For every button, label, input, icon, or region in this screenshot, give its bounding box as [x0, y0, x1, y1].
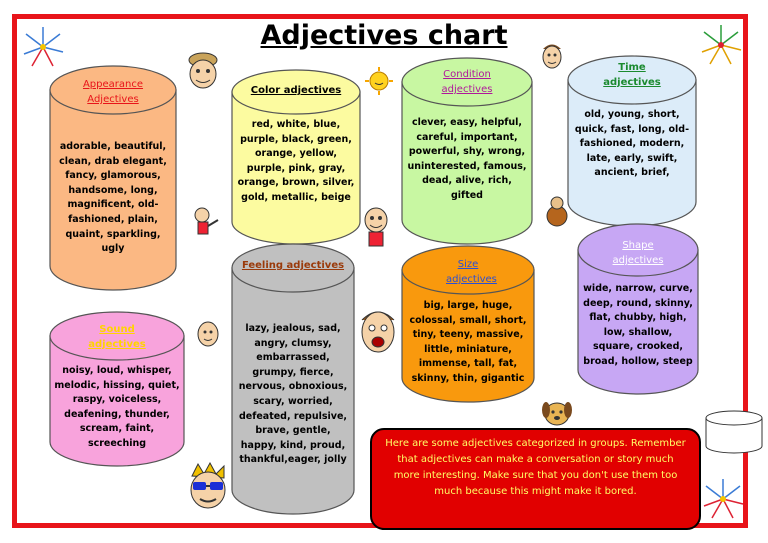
color-words: red, white, blue, purple, black, green, …: [237, 119, 355, 203]
boy-face-icon: [361, 311, 395, 353]
cylinder-shape: [49, 65, 177, 291]
color-cylinder: Color adjectives red, white, blue, purpl…: [230, 69, 362, 246]
face-icon: [197, 321, 219, 347]
shape-cylinder: Shape adjectives wide, narrow, curve, de…: [576, 223, 700, 395]
time-cylinder: Time adjectives old, young, short, quick…: [566, 55, 698, 227]
feeling-words: lazy, jealous, sad, angry, clumsy, embar…: [238, 323, 348, 466]
appearance-words: adorable, beautiful, clean, drab elegant…: [59, 141, 167, 255]
figure-icon: [194, 207, 219, 235]
firework-icon: [703, 479, 744, 519]
sound-label: Sound adjectives: [88, 324, 146, 350]
time-words: old, young, short, quick, fast, long, ol…: [574, 109, 690, 179]
size-cylinder: Size adjectives big, large, huge, coloss…: [400, 245, 536, 403]
figure-icon: [546, 196, 568, 227]
shape-label: Shape adjectives: [612, 240, 664, 266]
sound-cylinder: Sound adjectives noisy, loud, whisper, m…: [48, 311, 186, 467]
page-title: Adjectives chart: [260, 20, 508, 51]
condition-words: clever, easy, helpful, careful, importan…: [407, 117, 527, 201]
shape-words: wide, narrow, curve, deep, round, skinny…: [583, 283, 693, 367]
appearance-label: Appearance Adjectives: [82, 79, 144, 105]
size-label: Size adjectives: [446, 259, 497, 285]
sun-icon: [365, 67, 393, 95]
condition-cylinder: Condition adjectives clever, easy, helpf…: [400, 57, 534, 245]
feeling-cylinder: Feeling adjectives lazy, jealous, sad, a…: [230, 243, 356, 516]
time-label: Time adjectives: [603, 62, 661, 88]
boy-face-icon: [364, 207, 388, 247]
firework-icon: [23, 27, 64, 67]
boy-face-icon: [542, 44, 562, 69]
note-box: Here are some adjectives categorized in …: [370, 428, 701, 530]
drum-icon: [705, 410, 763, 454]
sunglasses-face-icon: [190, 462, 226, 509]
sound-words: noisy, loud, whisper, melodic, hissing, …: [54, 365, 180, 449]
firework-icon: [701, 25, 742, 65]
face-icon: [188, 52, 218, 89]
feeling-label: Feeling adjectives: [241, 260, 345, 271]
size-words: big, large, huge, colossal, small, short…: [409, 300, 527, 384]
color-label: Color adjectives: [250, 85, 342, 96]
dog-icon: [542, 402, 572, 426]
appearance-cylinder: Appearance Adjectives adorable, beautifu…: [48, 65, 178, 292]
condition-label: Condition adjectives: [441, 69, 493, 95]
